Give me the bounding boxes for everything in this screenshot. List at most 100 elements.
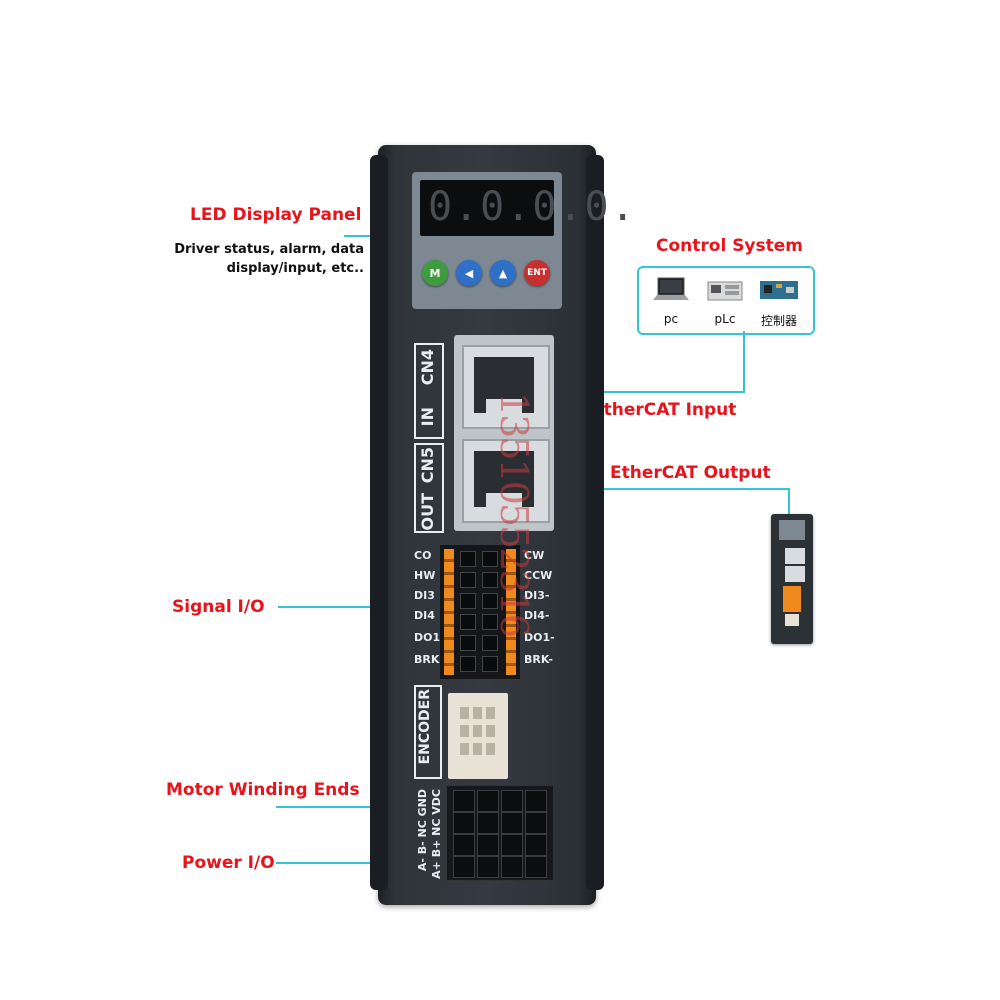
terminal-cell bbox=[525, 856, 547, 878]
io-pin bbox=[460, 614, 476, 630]
in-label: IN bbox=[418, 407, 437, 427]
led-display-panel: 0.0.0.0. M ◀ ▲ ENT bbox=[412, 172, 635, 309]
control-item-controller: 控制器 bbox=[755, 276, 803, 329]
io-pin bbox=[460, 593, 476, 609]
terminal-cell bbox=[477, 834, 499, 856]
io-left-di3: DI3 bbox=[414, 589, 435, 602]
terminal-cell bbox=[501, 834, 523, 856]
ethercat-port-frame bbox=[454, 335, 554, 531]
io-right-di3: DI3- bbox=[524, 589, 550, 602]
io-right-do1: DO1- bbox=[524, 631, 555, 644]
terminal-cell bbox=[501, 856, 523, 878]
device-left-edge bbox=[370, 155, 388, 890]
terminal-cell bbox=[477, 856, 499, 878]
plc-icon bbox=[707, 281, 743, 301]
io-pin bbox=[460, 551, 476, 567]
terminal-cell bbox=[453, 790, 475, 812]
encoder-pin bbox=[473, 743, 482, 755]
mini-port-bottom bbox=[785, 566, 805, 582]
io-pin bbox=[460, 635, 476, 651]
io-pin bbox=[460, 572, 476, 588]
control-system-label: Control System bbox=[656, 236, 804, 256]
mini-port-top bbox=[785, 548, 805, 564]
output-port-tab bbox=[486, 493, 522, 507]
terminal-cell bbox=[525, 790, 547, 812]
ethercat-output-line bbox=[505, 488, 789, 490]
input-port-tab bbox=[486, 399, 522, 413]
motor-winding-label: Motor Winding Ends bbox=[166, 780, 360, 800]
phone-watermark: 13510552316 bbox=[492, 392, 536, 636]
terminal-cell bbox=[477, 812, 499, 834]
terminal-cell bbox=[453, 834, 475, 856]
io-left-co: CO bbox=[414, 549, 432, 562]
control-item-plc: pLc bbox=[701, 276, 749, 326]
control-caption-plc: pLc bbox=[714, 312, 736, 326]
terminal-cell bbox=[501, 812, 523, 834]
encoder-pin bbox=[486, 725, 495, 737]
encoder-pin bbox=[460, 725, 469, 737]
led-desc-line-2: display/input, etc.. bbox=[226, 261, 364, 276]
cn5-label: CN5 bbox=[418, 447, 437, 484]
io-left-hw: HW bbox=[414, 569, 436, 582]
laptop-icon bbox=[653, 277, 689, 300]
motor-winding-line bbox=[276, 806, 386, 808]
mini-encoder bbox=[785, 614, 799, 626]
signal-io-connector[interactable] bbox=[440, 545, 520, 679]
led-screen: 0.0.0.0. bbox=[420, 180, 635, 236]
encoder-connector[interactable] bbox=[448, 693, 508, 779]
out-label: OUT bbox=[418, 493, 437, 531]
control-system-line-vertical bbox=[743, 331, 745, 392]
io-pin bbox=[482, 551, 498, 567]
ethercat-output-port[interactable] bbox=[462, 439, 550, 523]
io-right-ccw: CCW bbox=[524, 569, 553, 582]
terminal-cell bbox=[525, 812, 547, 834]
led-display-panel-label: LED Display Panel bbox=[190, 205, 362, 225]
mode-button[interactable]: M bbox=[422, 260, 448, 286]
io-right-terminal-strip bbox=[506, 549, 516, 675]
ethercat-input-line bbox=[505, 391, 745, 393]
power-motor-terminal-block[interactable] bbox=[446, 785, 554, 881]
mini-display bbox=[779, 520, 805, 540]
left-button[interactable]: ◀ bbox=[456, 260, 482, 286]
led-digits: 0.0.0.0. bbox=[428, 184, 637, 230]
led-display-description: Driver status, alarm, data display/input… bbox=[168, 240, 364, 278]
io-pin bbox=[482, 614, 498, 630]
encoder-pin bbox=[460, 707, 469, 719]
io-pin bbox=[482, 635, 498, 651]
encoder-label: ENCODER bbox=[417, 689, 433, 765]
terminal-cell bbox=[501, 790, 523, 812]
io-left-brk: BRK bbox=[414, 653, 440, 666]
device-right-edge bbox=[586, 155, 604, 890]
io-right-di4: DI4- bbox=[524, 609, 550, 622]
control-caption-pc: pc bbox=[663, 312, 679, 326]
io-left-di4: DI4 bbox=[414, 609, 435, 622]
encoder-pin bbox=[486, 707, 495, 719]
io-left-do1: DO1 bbox=[414, 631, 441, 644]
ethercat-output-label: EtherCAT Output bbox=[610, 463, 771, 483]
control-caption-controller: 控制器 bbox=[760, 314, 797, 328]
cn5-label-box bbox=[414, 443, 444, 533]
io-pin bbox=[482, 656, 498, 672]
io-pin bbox=[482, 572, 498, 588]
enter-button[interactable]: ENT bbox=[524, 260, 550, 286]
io-pin bbox=[482, 593, 498, 609]
power-io-label: Power I/O bbox=[182, 853, 275, 873]
ethercat-input-port[interactable] bbox=[462, 345, 550, 429]
cn4-label-box bbox=[414, 343, 444, 439]
servo-driver-device: 0.0.0.0. M ◀ ▲ ENT CN4 IN CN5 OUT CO HW … bbox=[370, 145, 635, 905]
signal-io-label: Signal I/O bbox=[172, 597, 265, 617]
led-desc-line-1: Driver status, alarm, data bbox=[174, 242, 364, 257]
terminal-label-top: A+ B+ NC VDC bbox=[430, 789, 443, 879]
terminal-cell bbox=[453, 856, 475, 878]
terminal-cell bbox=[453, 812, 475, 834]
ethercat-input-label: EtherCAT Input bbox=[592, 400, 737, 420]
secondary-driver-thumbnail bbox=[771, 514, 813, 644]
encoder-pin bbox=[473, 707, 482, 719]
io-right-cw: CW bbox=[524, 549, 545, 562]
encoder-pin bbox=[486, 743, 495, 755]
signal-io-line bbox=[278, 606, 386, 608]
encoder-pin bbox=[460, 743, 469, 755]
control-item-pc: pc bbox=[647, 276, 695, 326]
terminal-cell bbox=[477, 790, 499, 812]
up-button[interactable]: ▲ bbox=[490, 260, 516, 286]
